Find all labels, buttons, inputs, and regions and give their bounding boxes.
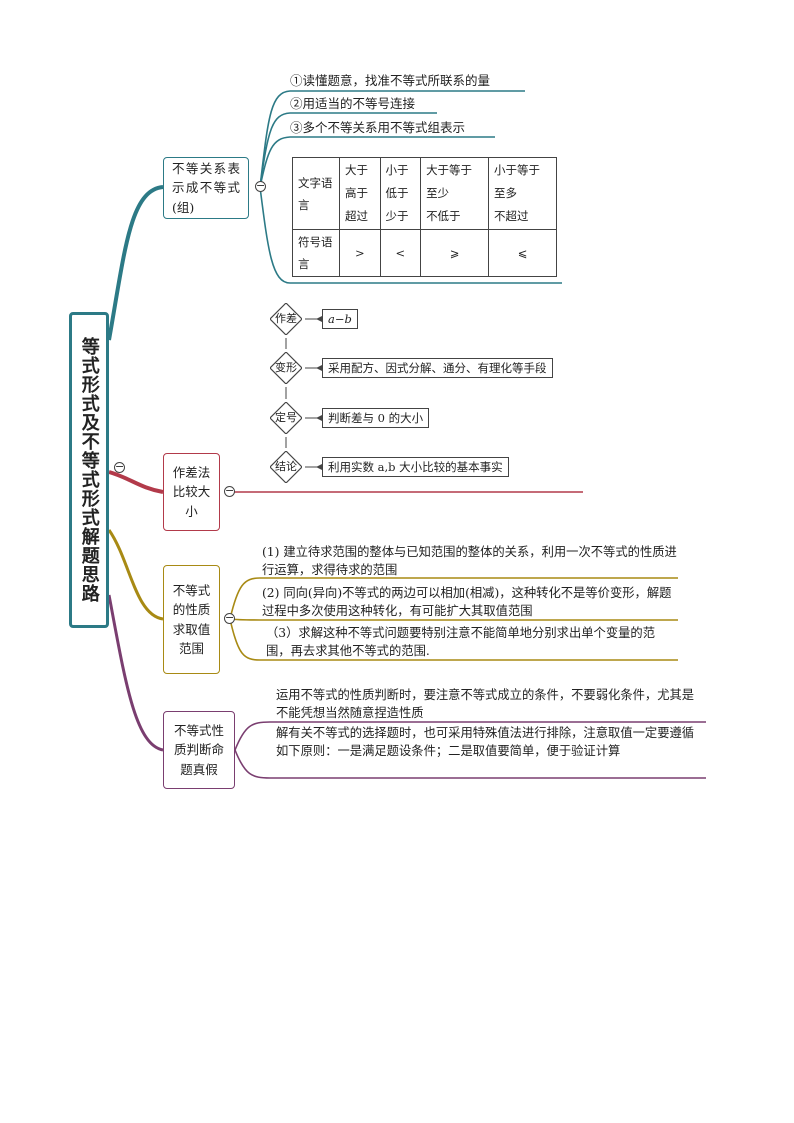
flow-step-desc: 采用配方、因式分解、通分、有理化等手段 [322,358,553,378]
flow-step-label: 定号 [275,411,297,424]
table-row: 文字语言 大于高于超过 小于低于少于 大于等于至少不低于 小于等于至多不超过 [292,156,557,231]
flow-step-label: 作差 [275,312,297,325]
branch3-item-3: （3）求解这种不等式问题要特别注意不能简单地分别求出单个变量的范围，再去求其他不… [266,626,656,658]
flow-step-desc: 判断差与 0 的大小 [322,408,430,428]
collapse-icon[interactable]: − [224,611,235,624]
root-title: 等式形式及不等式形式解题思路 [69,312,109,628]
branch3-item-1: (1) 建立待求范围的整体与已知范围的整体的关系，利用一次不等式的性质进行运算，… [262,545,677,577]
branch1-item-3: ③多个不等关系用不等式组表示 [290,120,466,135]
collapse-icon[interactable]: − [114,460,125,473]
branch-property-range[interactable]: 不等式的性质求取值范围 [163,565,220,674]
flow-step-desc: a−b [322,309,358,329]
branch-difference-method[interactable]: 作差法比较大小 [163,453,220,531]
flow-step-label: 变形 [275,361,297,374]
branch-inequality-relation[interactable]: 不等关系表示成不等式(组) [163,157,249,219]
collapse-icon[interactable]: − [255,179,266,192]
table-row-header: 文字语言 [292,156,340,231]
table-cell: ⩾ [420,229,490,277]
table-cell: 小于低于少于 [379,156,422,231]
relation-table: 文字语言 大于高于超过 小于低于少于 大于等于至少不低于 小于等于至多不超过 符… [292,156,557,277]
table-cell: ⩽ [488,229,557,277]
branch4-item-2: 解有关不等式的选择题时，也可采用特殊值法进行排除，注意取值一定要遵循如下原则：一… [276,726,695,758]
table-row: 符号语言 > < ⩾ ⩽ [292,229,557,277]
flow-step-diamond: 定号 [267,399,305,437]
table-row-header: 符号语言 [292,229,340,277]
table-cell: 大于等于至少不低于 [420,156,490,231]
flow-step-diamond: 结论 [267,448,305,486]
table-cell: > [339,229,381,277]
table-cell: 小于等于至多不超过 [488,156,557,231]
branch4-item-1: 运用不等式的性质判断时，要注意不等式成立的条件，不要弱化条件，尤其是不能凭想当然… [276,688,695,720]
branch1-item-2: ②用适当的不等号连接 [290,96,416,111]
flow-step-desc: 利用实数 a,b 大小比较的基本事实 [322,457,509,477]
branch-property-judgement[interactable]: 不等式性质判断命题真假 [163,711,235,789]
flow-step-diamond: 变形 [267,349,305,387]
collapse-icon[interactable]: − [224,484,235,497]
table-cell: < [379,229,422,277]
table-cell: 大于高于超过 [339,156,381,231]
branch3-item-2: (2) 同向(异向)不等式的两边可以相加(相减)，这种转化不是等价变形，解题过程… [262,586,672,618]
flow-step-label: 结论 [275,460,297,473]
branch1-item-1: ①读懂题意，找准不等式所联系的量 [290,73,491,88]
flow-step-diamond: 作差 [267,300,305,338]
